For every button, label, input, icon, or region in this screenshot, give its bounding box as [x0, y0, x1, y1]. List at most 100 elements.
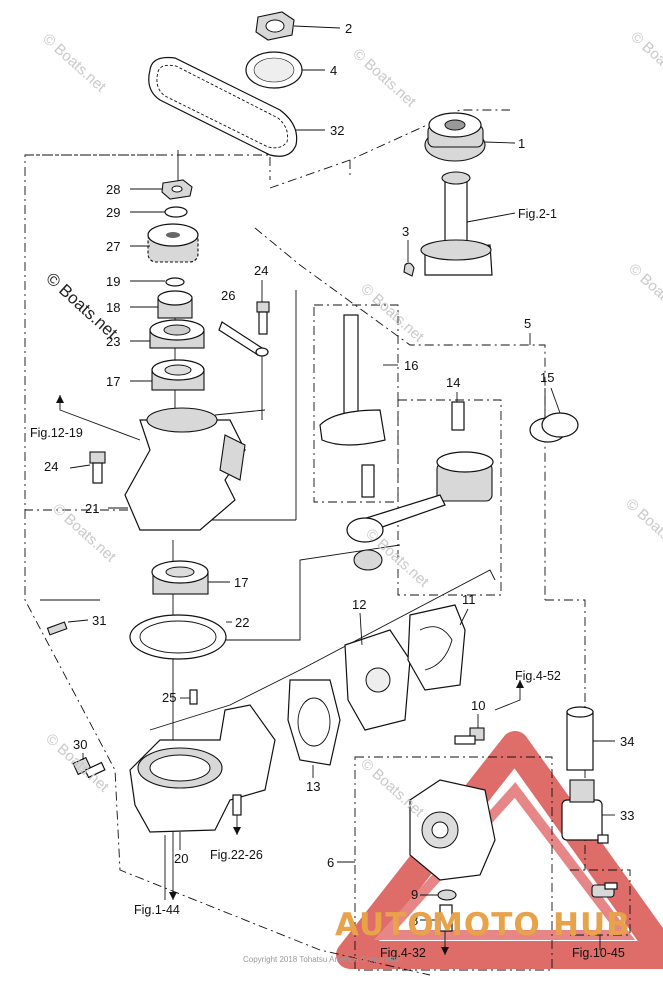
- part-shaft-assembly: [420, 171, 493, 276]
- callout-25: 25: [162, 690, 176, 705]
- callout-23: 23: [106, 334, 120, 349]
- callout-22: 22: [235, 615, 249, 630]
- callout-24a: 24: [254, 263, 268, 278]
- fig-ref-2-1: Fig.2-1: [518, 207, 557, 221]
- part-bearing-17b: [151, 560, 209, 595]
- part-washer-9: [437, 889, 457, 901]
- leader-lines: [40, 150, 601, 955]
- svg-text:© Boats.net: © Boats.net: [627, 28, 663, 94]
- part-nut-2: [255, 11, 295, 41]
- callout-26: 26: [221, 288, 235, 303]
- callout-14: 14: [446, 375, 460, 390]
- part-elbow-fitting: [591, 882, 618, 898]
- callout-24b: 24: [44, 459, 58, 474]
- fig-ref-10-45: Fig.10-45: [572, 946, 625, 960]
- pump-box: [354, 756, 553, 971]
- part-wrist-pin-14: [451, 401, 465, 431]
- part-gasket-13: [287, 679, 341, 766]
- fig-ref-4-32: Fig.4-32: [380, 946, 426, 960]
- svg-text:HUB: HUB: [553, 907, 631, 943]
- part-dowel-25: [189, 689, 198, 705]
- part-pin-26: [218, 321, 269, 357]
- part-pulley-1: [424, 112, 486, 162]
- part-gear-27: [147, 223, 199, 263]
- callout-27: 27: [106, 239, 120, 254]
- brand-wordmark: AUTO MOTO HUB: [335, 907, 631, 943]
- callout-31: 31: [92, 613, 106, 628]
- callout-17a: 17: [106, 374, 120, 389]
- callout-5: 5: [524, 316, 531, 331]
- figure-references: Fig.2-1 Fig.12-19 Fig.4-52 Fig.22-26 Fig…: [30, 207, 625, 960]
- part-washer-29: [164, 206, 188, 218]
- fig-ref-12-19: Fig.12-19: [30, 426, 83, 440]
- callout-33: 33: [620, 808, 634, 823]
- part-bushing-18: [157, 290, 193, 319]
- part-bearing-17a: [151, 359, 205, 391]
- part-filter-element-34: [566, 706, 594, 771]
- part-pump-6: [409, 779, 496, 881]
- callout-3: 3: [402, 224, 409, 239]
- assembly-outline-dashed: [24, 109, 586, 976]
- arrows: [56, 395, 524, 955]
- callout-10: 10: [471, 698, 485, 713]
- callout-4: 4: [330, 63, 337, 78]
- callout-18: 18: [106, 300, 120, 315]
- part-filter-housing-33: [561, 779, 609, 844]
- part-crankshaft-16: [319, 314, 386, 498]
- svg-text:© Boats.net: © Boats.net: [622, 495, 663, 561]
- svg-text:AUTO: AUTO: [335, 907, 435, 943]
- fig-ref-22-26: Fig.22-26: [210, 848, 263, 862]
- part-cover-11: [407, 604, 466, 691]
- callout-17b: 17: [234, 575, 248, 590]
- svg-text:© Boats.net: © Boats.net: [357, 280, 427, 346]
- callout-2: 2: [345, 21, 352, 36]
- part-gasket-22: [129, 614, 227, 660]
- part-washer-4: [245, 51, 303, 89]
- svg-text:© Boats.net: © Boats.net: [349, 45, 419, 111]
- part-seal-23: [149, 319, 205, 349]
- svg-text:© Boats.net: © Boats.net: [357, 755, 427, 821]
- part-bolt-24b: [89, 451, 106, 484]
- callout-32: 32: [330, 123, 344, 138]
- callout-30: 30: [73, 737, 87, 752]
- part-oring-19: [165, 277, 185, 287]
- callout-15: 15: [540, 370, 554, 385]
- callout-28: 28: [106, 182, 120, 197]
- part-timing-belt-32: [148, 56, 298, 157]
- callout-21: 21: [85, 501, 99, 516]
- callout-19: 19: [106, 274, 120, 289]
- part-plate-12: [344, 629, 411, 731]
- part-housing-21: [124, 407, 246, 531]
- callout-20: 20: [174, 851, 188, 866]
- piston-box: [397, 399, 502, 596]
- part-lower-housing-20: [129, 704, 276, 833]
- callout-9: 9: [411, 887, 418, 902]
- part-piston: [436, 451, 494, 502]
- svg-text:MOTO: MOTO: [432, 907, 541, 943]
- fig-ref-1-44: Fig.1-44: [134, 903, 180, 917]
- callout-12: 12: [352, 597, 366, 612]
- part-key-3: [403, 262, 415, 277]
- callout-labels: 2 4 32 1 28 29 27 19 18 23 17 26 24 3 5 …: [44, 21, 634, 928]
- callout-29: 29: [106, 205, 120, 220]
- part-piston-rings-15: [529, 412, 579, 443]
- crankshaft-box: [313, 304, 399, 503]
- part-bolt-10: [454, 727, 485, 745]
- part-bolt-24a: [256, 301, 270, 335]
- callout-8: 8: [411, 913, 418, 928]
- callout-1: 1: [518, 136, 525, 151]
- callout-13: 13: [306, 779, 320, 794]
- fig-ref-4-52: Fig.4-52: [515, 669, 561, 683]
- svg-text:© Boats.net: © Boats.net: [625, 260, 663, 326]
- part-fitting-8: [439, 904, 453, 932]
- callout-6: 6: [327, 855, 334, 870]
- svg-text:© Boats.net: © Boats.net: [39, 30, 109, 96]
- part-bolt-30: [72, 756, 106, 779]
- part-nut-28: [161, 179, 193, 200]
- callout-34: 34: [620, 734, 634, 749]
- callout-16: 16: [404, 358, 418, 373]
- part-pin-31: [46, 621, 68, 636]
- callout-11: 11: [462, 592, 476, 607]
